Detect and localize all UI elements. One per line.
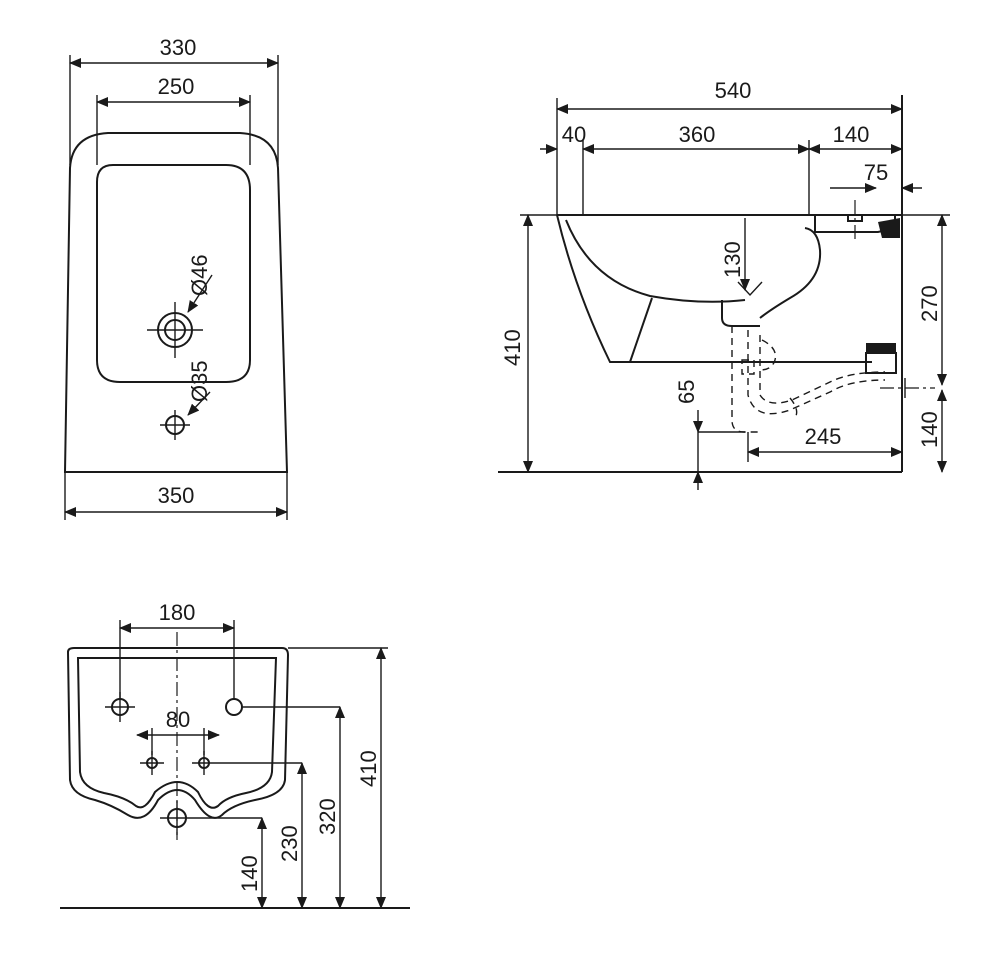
side-trap-drop-label: 65 — [674, 380, 699, 404]
back-bolt-height-label: 320 — [315, 798, 340, 835]
side-trap-distance-label: 245 — [805, 424, 842, 449]
tap-diameter-label: Ø46 — [187, 254, 212, 296]
side-bowl-length-label: 360 — [679, 122, 716, 147]
side-view-body — [556, 214, 872, 363]
back-bolt-spacing-label: 180 — [159, 600, 196, 625]
top-view: 330 250 Ø46 Ø35 350 — [63, 35, 289, 520]
tap-hole-icon — [147, 302, 203, 358]
top-overall-width-label: 330 — [160, 35, 197, 60]
top-view-outline — [63, 132, 289, 473]
back-inlet-height-label: 230 — [277, 825, 302, 862]
top-inner-width-label: 250 — [158, 74, 195, 99]
side-drain-drop-label: 130 — [720, 241, 745, 278]
back-outlet-height-label: 140 — [237, 855, 262, 892]
side-upper-height-label: 270 — [917, 285, 942, 322]
top-base-width-label: 350 — [158, 483, 195, 508]
bolt-hole-right-icon — [225, 698, 243, 716]
side-outlet-height-label: 140 — [917, 411, 942, 448]
outlet-hole-icon — [160, 801, 194, 835]
side-front-offset-label: 40 — [562, 122, 586, 147]
back-view: 180 80 410 320 230 140 — [60, 600, 410, 909]
drain-hole-icon — [160, 410, 190, 440]
top-view-bowl — [96, 164, 251, 383]
drain-diameter-label: Ø35 — [187, 360, 212, 402]
side-view: 540 40 360 140 75 410 130 270 140 65 — [498, 78, 950, 490]
back-view-body — [66, 647, 290, 819]
back-total-height-label: 410 — [356, 750, 381, 787]
side-total-height-label: 410 — [500, 329, 525, 366]
side-total-depth-label: 540 — [715, 78, 752, 103]
side-tap-offset-label: 75 — [864, 160, 888, 185]
side-wall-offset-label: 140 — [833, 122, 870, 147]
back-inlet-spacing-label: 80 — [166, 707, 190, 732]
